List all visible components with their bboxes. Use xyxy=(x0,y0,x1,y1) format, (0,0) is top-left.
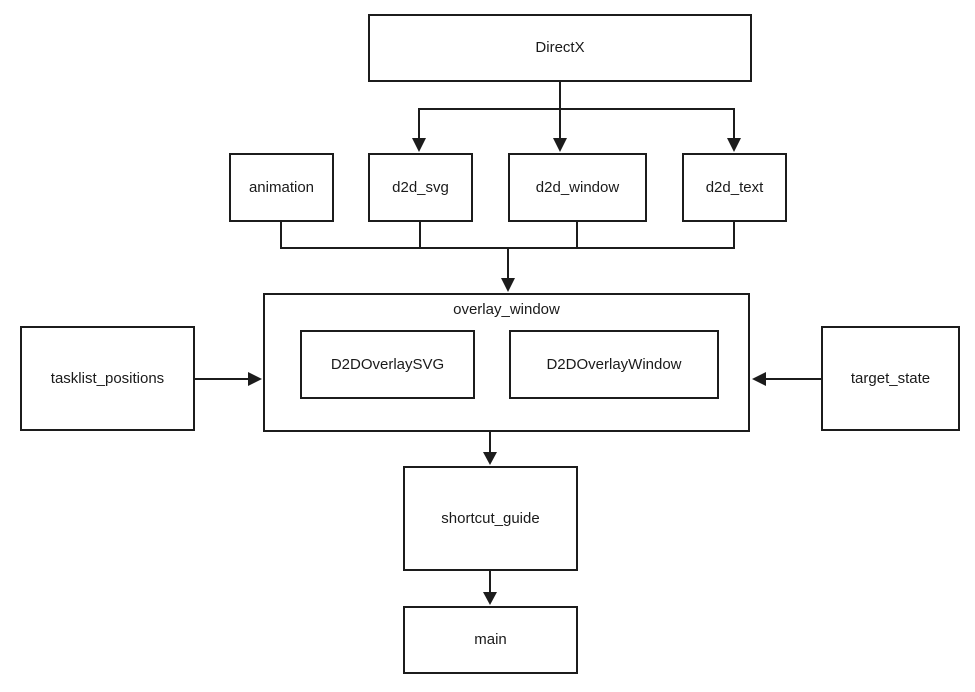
arrowhead-to-d2d-svg xyxy=(412,138,426,152)
arrowhead-to-main xyxy=(483,592,497,605)
node-animation: animation xyxy=(229,153,334,222)
arrowhead-to-d2d-window xyxy=(553,138,567,152)
node-d2doverlaywindow-label: D2DOverlayWindow xyxy=(546,355,682,373)
node-directx: DirectX xyxy=(368,14,752,82)
arrowhead-from-tasklist xyxy=(248,372,262,386)
node-overlay-window: overlay_window D2DOverlaySVG D2DOverlayW… xyxy=(263,293,750,432)
node-target-state: target_state xyxy=(821,326,960,431)
node-d2d-svg-label: d2d_svg xyxy=(392,178,449,196)
node-overlay-window-label: overlay_window xyxy=(453,301,560,318)
node-tasklist-positions: tasklist_positions xyxy=(20,326,195,431)
arrowhead-to-d2d-text xyxy=(727,138,741,152)
node-d2doverlaysvg-label: D2DOverlaySVG xyxy=(330,355,445,373)
node-main-label: main xyxy=(474,631,507,648)
node-main: main xyxy=(403,606,578,674)
arrowhead-to-overlay-window xyxy=(501,278,515,292)
node-d2doverlaywindow: D2DOverlayWindow xyxy=(509,330,719,399)
node-d2d-text-label: d2d_text xyxy=(705,178,764,196)
node-shortcut-guide: shortcut_guide xyxy=(403,466,578,571)
node-d2d-window-label: d2d_window xyxy=(535,178,620,196)
node-shortcut-guide-label: shortcut_guide xyxy=(441,509,540,527)
arrowhead-to-shortcut-guide xyxy=(483,452,497,465)
edge-target-state-overlay-window xyxy=(752,372,821,386)
edge-directx-bus xyxy=(412,82,741,152)
node-d2doverlaysvg: D2DOverlaySVG xyxy=(300,330,475,399)
node-d2d-text: d2d_text xyxy=(682,153,787,222)
node-directx-label: DirectX xyxy=(535,39,585,56)
node-tasklist-positions-label: tasklist_positions xyxy=(50,369,165,387)
edge-overlay-window-shortcut-guide xyxy=(483,432,497,465)
arrowhead-from-target-state xyxy=(752,372,766,386)
node-animation-label: animation xyxy=(248,178,315,196)
node-d2d-svg: d2d_svg xyxy=(368,153,473,222)
node-target-state-label: target_state xyxy=(850,369,931,387)
edge-merge-bus-overlay-window xyxy=(280,222,735,292)
node-d2d-window: d2d_window xyxy=(508,153,647,222)
edge-shortcut-guide-main xyxy=(483,571,497,605)
edge-tasklist-positions-overlay-window xyxy=(195,372,262,386)
